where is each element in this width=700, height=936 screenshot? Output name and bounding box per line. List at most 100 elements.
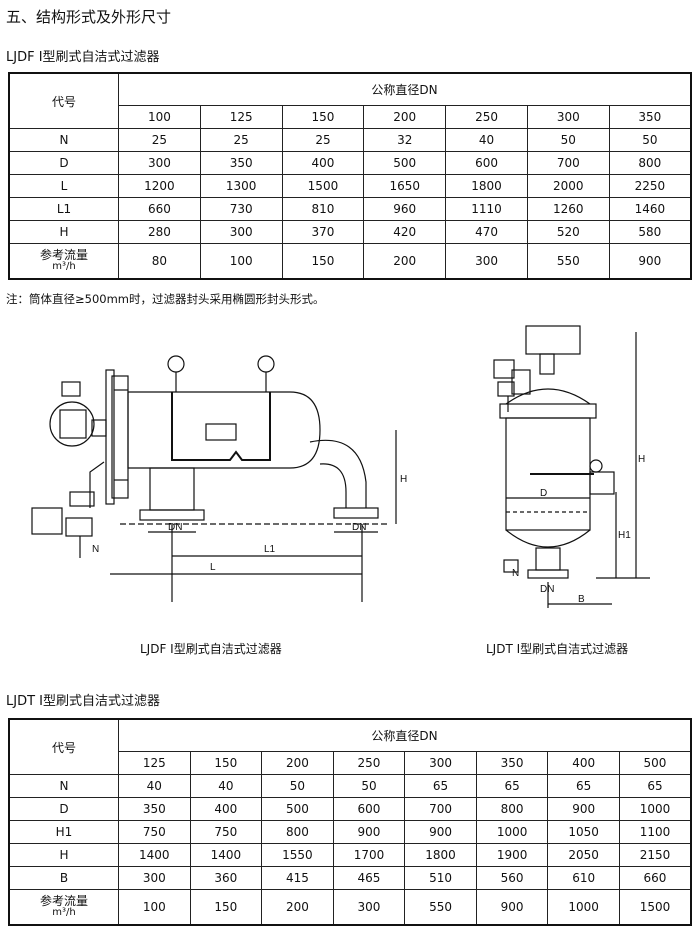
row-label: L (8, 174, 119, 198)
table-cell: 700 (526, 151, 610, 175)
table-cell: 25 (281, 128, 365, 152)
row-label: N (8, 774, 119, 798)
table-cell: 415 (261, 866, 334, 890)
table-cell: 900 (547, 797, 620, 821)
table-cell: 580 (608, 220, 692, 244)
table-cell: 1700 (332, 843, 406, 867)
table-cell: 2250 (608, 174, 692, 198)
flow-cell: 100 (199, 243, 283, 280)
table-cell: 280 (118, 220, 201, 244)
label-H-ljdt: H (638, 454, 645, 465)
label-DN-ljdt: DN (540, 584, 554, 595)
label-H: H (400, 474, 407, 485)
table-cell: 500 (261, 797, 334, 821)
ljdt-drawing: H H1 D B DN N (493, 325, 650, 608)
dn-value-cell: 200 (261, 750, 334, 776)
flow-cell: 80 (118, 243, 201, 280)
flow-cell: 550 (526, 243, 610, 280)
table-cell: 50 (526, 128, 610, 152)
code-header: 代号 (8, 72, 119, 129)
table-cell: 420 (363, 220, 447, 244)
flow-cell: 900 (475, 889, 549, 926)
flow-cell: 300 (332, 889, 406, 926)
row-label: H (8, 843, 119, 867)
flow-label: 参考流量 (39, 248, 88, 262)
table-cell: 50 (608, 128, 692, 152)
section-title: 五、结构形式及外形尺寸 (6, 8, 172, 26)
dn-value-cell: 300 (404, 750, 477, 776)
label-B: B (578, 594, 585, 605)
dn-value-cell: 300 (526, 104, 610, 130)
dn-value-cell: 350 (475, 750, 549, 776)
table-cell: 1300 (199, 174, 283, 198)
table-cell: 50 (261, 774, 334, 798)
table-cell: 810 (281, 197, 365, 221)
table-cell: 1460 (608, 197, 692, 221)
table-cell: 1500 (281, 174, 365, 198)
row-label: H (8, 220, 119, 244)
flow-cell: 100 (118, 889, 191, 926)
flow-cell: 1000 (547, 889, 620, 926)
dn-header: 公称直径DN (118, 72, 692, 106)
table-cell: 65 (618, 774, 692, 798)
label-DN-2: DN (352, 522, 366, 533)
table-cell: 600 (332, 797, 406, 821)
table-cell: 1000 (475, 820, 549, 844)
table-cell: 700 (404, 797, 477, 821)
table-cell: 465 (332, 866, 406, 890)
table-cell: 800 (261, 820, 334, 844)
row-label: B (8, 866, 119, 890)
table-cell: 1900 (475, 843, 549, 867)
flow-cell: 150 (281, 243, 365, 280)
dn-header: 公称直径DN (118, 718, 692, 752)
flow-label: 参考流量 (39, 894, 88, 908)
label-L: L (210, 562, 216, 573)
dn-value-cell: 200 (363, 104, 447, 130)
table-cell: 660 (618, 866, 692, 890)
table-cell: 900 (404, 820, 477, 844)
dn-value-cell: 400 (547, 750, 620, 776)
flow-cell: 200 (261, 889, 334, 926)
ljdf-table-title: LJDF Ⅰ型刷式自洁式过滤器 (6, 50, 160, 65)
row-label: N (8, 128, 119, 152)
code-header: 代号 (8, 718, 119, 775)
dn-value-cell: 250 (445, 104, 528, 130)
table-cell: 400 (281, 151, 365, 175)
note-text: 注：筒体直径≥500mm时，过滤器封头采用椭圆形封头形式。 (6, 292, 325, 306)
table-cell: 1400 (118, 843, 191, 867)
table-cell: 300 (118, 866, 191, 890)
table-cell: 300 (118, 151, 201, 175)
label-DN-1: DN (168, 522, 182, 533)
flow-unit: m³/h (52, 907, 76, 918)
table-cell: 32 (363, 128, 447, 152)
table-cell: 40 (445, 128, 528, 152)
row-label: H1 (8, 820, 119, 844)
table-cell: 25 (118, 128, 201, 152)
table-cell: 500 (363, 151, 447, 175)
flow-unit: m³/h (52, 261, 76, 272)
dn-value-cell: 500 (618, 750, 692, 776)
ljdt-drawing-caption: LJDT Ⅰ型刷式自洁式过滤器 (486, 642, 629, 656)
ljdf-drawing: L1 L DN DN H N (31, 355, 407, 602)
table-cell: 65 (404, 774, 477, 798)
flow-cell: 300 (445, 243, 528, 280)
table-cell: 750 (118, 820, 191, 844)
table-cell: 510 (404, 866, 477, 890)
flow-cell: 550 (404, 889, 477, 926)
label-L1: L1 (264, 544, 276, 555)
table-cell: 65 (475, 774, 549, 798)
filter-drawings: L1 L DN DN H N H (31, 325, 650, 608)
table-cell: 660 (118, 197, 201, 221)
table-cell: 730 (199, 197, 283, 221)
table-cell: 2150 (618, 843, 692, 867)
table-cell: 560 (475, 866, 549, 890)
